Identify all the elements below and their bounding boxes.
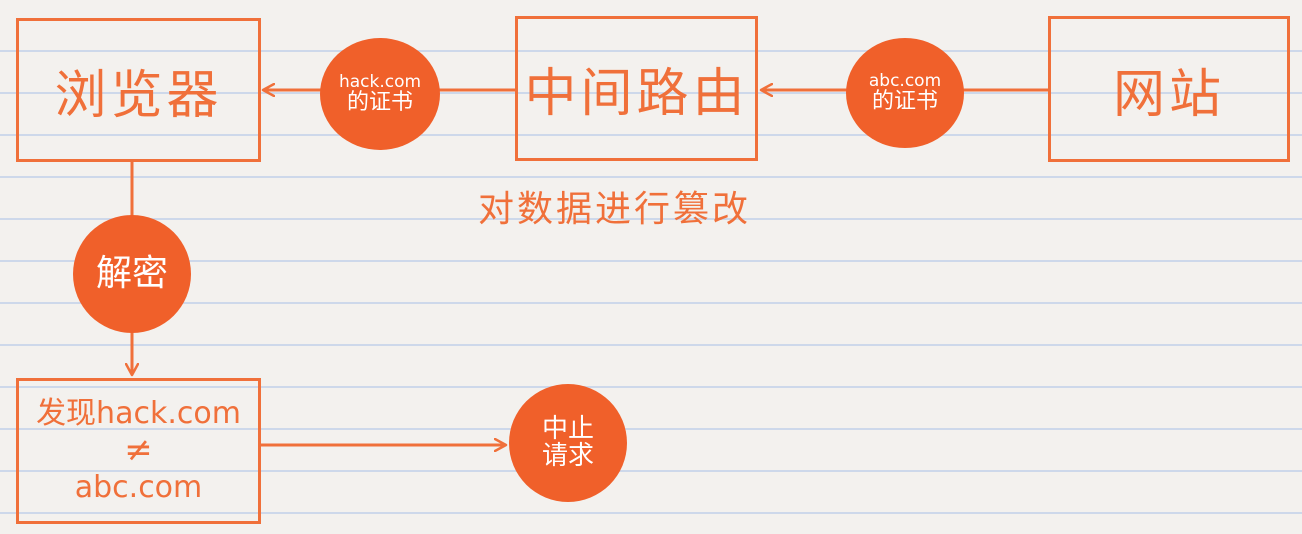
not-equal-sign: ≠	[124, 430, 153, 471]
decrypt-label: 解密	[95, 253, 168, 295]
stop-request-badge: 中止 请求	[509, 384, 627, 502]
router-box: 中间路由	[515, 16, 758, 161]
hack-cert-label: 的证书	[346, 90, 413, 116]
tamper-note: 对数据进行篡改	[478, 180, 751, 232]
result-line1: 发现hack.com	[36, 395, 241, 431]
stop-line2: 请求	[541, 441, 594, 471]
website-box: 网站	[1048, 16, 1290, 162]
hack-cert-badge: hack.com 的证书	[320, 38, 440, 150]
browser-label: 浏览器	[54, 65, 223, 126]
abc-cert-domain: abc.com	[868, 70, 942, 91]
tamper-text: 对数据进行篡改	[478, 189, 752, 230]
router-label: 中间路由	[524, 64, 749, 124]
result-line2: abc.com	[74, 469, 203, 505]
result-box: 发现hack.com ≠ abc.com	[16, 378, 261, 524]
abc-cert-label: 的证书	[871, 89, 938, 115]
browser-box: 浏览器	[16, 18, 261, 162]
decrypt-badge: 解密	[73, 215, 191, 333]
website-label: 网站	[1112, 64, 1225, 125]
stop-line1: 中止	[541, 413, 594, 444]
abc-cert-badge: abc.com 的证书	[846, 38, 964, 148]
hack-cert-domain: hack.com	[338, 71, 422, 92]
